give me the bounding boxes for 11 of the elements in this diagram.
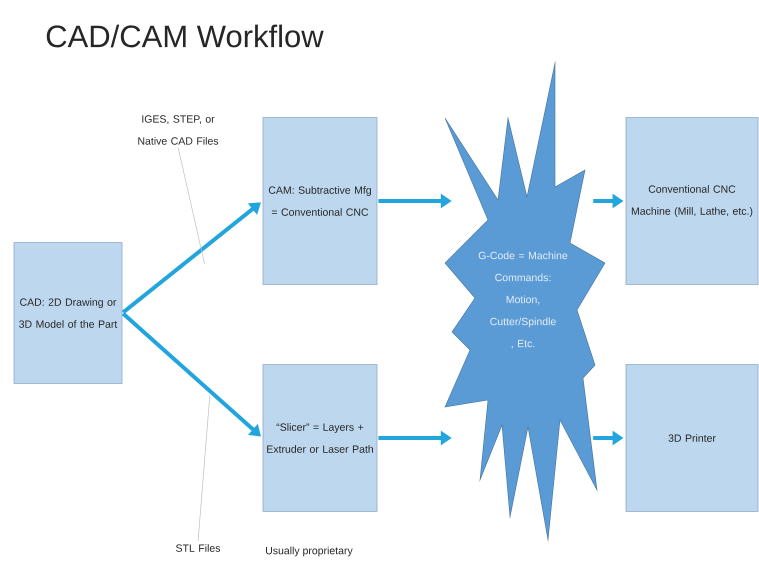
process-box: 3D Printer	[626, 364, 758, 512]
title: CAD/CAM Workflow	[46, 24, 324, 48]
process-box: Conventional CNC Machine (Mill, Lathe, etc.)	[626, 117, 758, 285]
file-type-label: STL Files	[176, 544, 220, 552]
leader-line	[198, 394, 210, 542]
leader-line	[178, 148, 205, 264]
caption-text: Usually proprietary	[266, 546, 353, 556]
process-box: CAM: Subtractive Mfg = Conventional CNC	[262, 117, 378, 285]
file-type-label: IGES, STEP, or Native CAD Files	[138, 115, 218, 145]
process-box: “Slicer” = Layers + Extruder or Laser Path	[262, 364, 378, 512]
process-box: CAD: 2D Drawing or 3D Model of the Part	[14, 242, 122, 384]
